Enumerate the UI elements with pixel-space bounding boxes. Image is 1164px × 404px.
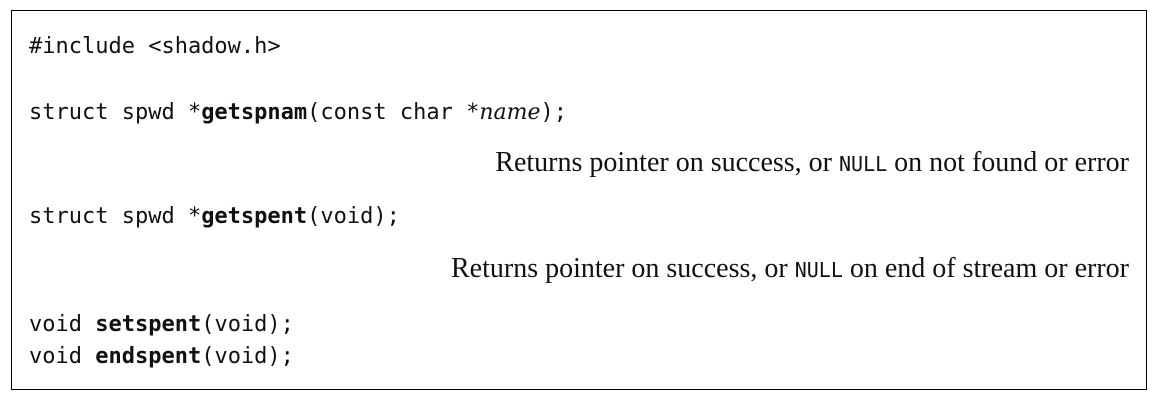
getspnam-returns-null: NULL xyxy=(839,152,888,176)
setspent-args: (void); xyxy=(201,312,294,337)
getspnam-returns-after: on not found or error xyxy=(887,147,1129,178)
getspnam-args-close: ); xyxy=(540,100,568,125)
getspent-signature: struct spwd *getspent(void); xyxy=(29,203,400,231)
getspnam-function-name: getspnam xyxy=(201,100,308,125)
getspnam-signature: struct spwd *getspnam(const char *name); xyxy=(29,99,567,127)
getspent-returns-before: Returns pointer on success, or xyxy=(450,253,795,284)
include-line: #include <shadow.h> xyxy=(29,33,281,61)
getspnam-returns: Returns pointer on success, or NULL on n… xyxy=(495,147,1129,180)
getspent-returns: Returns pointer on success, or NULL on e… xyxy=(451,253,1129,286)
endspent-return-type: void xyxy=(29,344,96,369)
getspent-args: (void); xyxy=(307,204,400,229)
function-synopsis-box: #include <shadow.h> struct spwd *getspna… xyxy=(11,10,1147,390)
endspent-args: (void); xyxy=(201,344,294,369)
getspent-returns-null: NULL xyxy=(794,258,843,282)
getspnam-return-type: struct spwd * xyxy=(29,100,202,125)
setspent-return-type: void xyxy=(29,312,96,337)
getspnam-param-name: name xyxy=(479,100,541,125)
endspent-function-name: endspent xyxy=(95,344,202,369)
setspent-signature: void setspent(void); xyxy=(29,311,294,339)
getspnam-args-open: (const char * xyxy=(307,100,480,125)
getspent-return-type: struct spwd * xyxy=(29,204,202,229)
include-text: #include <shadow.h> xyxy=(29,34,281,59)
getspent-returns-after: on end of stream or error xyxy=(842,253,1129,284)
endspent-signature: void endspent(void); xyxy=(29,343,294,371)
getspent-function-name: getspent xyxy=(201,204,308,229)
getspnam-returns-before: Returns pointer on success, or xyxy=(495,147,839,178)
setspent-function-name: setspent xyxy=(95,312,202,337)
